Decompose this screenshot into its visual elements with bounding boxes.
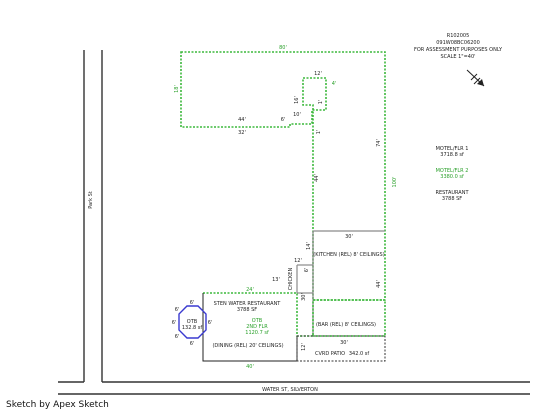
patio-outline	[296, 335, 386, 362]
dim-inner-bottom: 32'	[238, 130, 246, 136]
dim-inner-left: 44'	[238, 117, 246, 123]
dim-restaurant-height: 30'	[301, 293, 307, 301]
label-dining: (DINING (REL) 20' CEILINGS)	[212, 343, 283, 349]
label-kitchen: (KITCHEN (REL) 8' CEILINGS)	[313, 252, 384, 258]
header-line-3: FOR ASSESSMENT PURPOSES ONLY	[414, 47, 503, 53]
label-otb-area: 132.8 sf	[182, 325, 203, 331]
dim-notch-height: 16'	[294, 96, 300, 104]
dim-oct-bottom-left: 6'	[175, 334, 180, 340]
legend-motel1-area: 3718.8 sf	[440, 152, 464, 158]
dim-chicken-height: 6'	[304, 268, 310, 273]
label-flr2-floor: 2ND FLR	[246, 324, 268, 330]
label-restaurant-title: STEN WATER RESTAURANT	[214, 301, 282, 307]
label-patio: CVRD PATIO	[315, 351, 345, 357]
restaurant-outline-green	[203, 292, 386, 337]
dim-left-top: 18'	[174, 85, 180, 93]
dim-east-right: 100'	[392, 177, 398, 188]
dim-oct-top: 6'	[190, 300, 195, 306]
legend-motel2-area: 3380.0 sf	[440, 174, 464, 180]
label-patio-area: 342.0 sf	[349, 351, 370, 357]
street-label-water: WATER ST, SILVERTON	[262, 387, 318, 393]
legend-restaurant-area: 3788 SF	[442, 196, 462, 202]
legend-restaurant-name: RESTAURANT	[435, 190, 469, 196]
dim-patio-height: 12'	[301, 343, 307, 351]
dim-notch-width: 12'	[314, 71, 322, 77]
label-flr2-area: 1120.7 sf	[245, 330, 269, 336]
otb-octagon	[178, 305, 207, 339]
dim-notch-one: 1'	[318, 100, 324, 105]
dim-oct-bottom: 6'	[190, 341, 195, 347]
header-line-2: 091W08BC06200	[436, 40, 480, 46]
label-restaurant-sf: 3788 SF	[237, 307, 257, 313]
dim-step-left: 13'	[272, 277, 280, 283]
dim-chicken-width: 12'	[294, 258, 302, 264]
label-otb: OTB	[187, 319, 198, 325]
dim-bar-height: 44'	[376, 280, 382, 288]
dim-notch-right: 4'	[332, 81, 337, 87]
motel-outline	[180, 51, 386, 301]
street-label-park: Park St	[88, 191, 94, 209]
dim-east-upper: 74'	[376, 139, 382, 147]
header-line-1: R102005	[447, 33, 470, 39]
sketch-credit: Sketch by Apex Sketch	[6, 400, 109, 410]
dim-kitchen-width: 30'	[345, 234, 353, 240]
label-flr2-name: OTB	[252, 318, 263, 324]
legend-motel2-name: MOTEL/FLR 2	[436, 168, 469, 174]
dim-notch-step: 10'	[293, 112, 301, 118]
dim-oct-right: 6'	[208, 320, 213, 326]
dim-west-mid: 44'	[314, 174, 320, 182]
legend-motel1-name: MOTEL/FLR 1	[436, 146, 469, 152]
header-line-4: SCALE 1"=40'	[440, 54, 475, 60]
dim-oct-top-left: 6'	[175, 307, 180, 313]
label-bar: (BAR (REL) 8' CEILINGS)	[316, 322, 376, 328]
dim-notch-one-b: 1'	[316, 130, 322, 135]
dim-restaurant-top: 24'	[246, 287, 254, 293]
dim-patio-width: 30'	[340, 340, 348, 346]
dim-kitchen-height: 14'	[306, 242, 312, 250]
dim-bottom-width: 40'	[246, 364, 254, 370]
label-chicken: CHICKEN	[288, 268, 294, 291]
dim-oct-left: 6'	[172, 320, 177, 326]
north-arrow-icon	[466, 69, 485, 87]
dim-top: 80'	[279, 45, 287, 51]
dim-notch-small: 6'	[281, 117, 286, 123]
